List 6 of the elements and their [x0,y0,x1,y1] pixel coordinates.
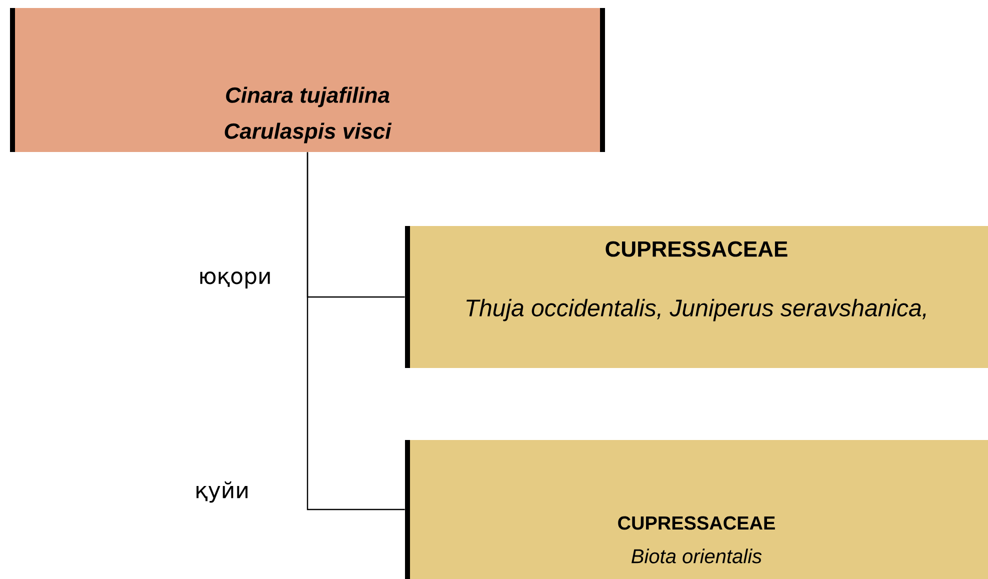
edge-label: қуйи [196,481,248,503]
connector-line [306,152,405,510]
species-box: CUPRESSACEAE Biota orientalis [405,440,988,579]
species-box: CUPRESSACEAE Thuja occidentalis, Juniperus seravshanica, [405,226,988,368]
species-box: Cinara tujafilina Carulaspis visci [10,8,605,152]
edge-label: юқори [200,272,270,288]
